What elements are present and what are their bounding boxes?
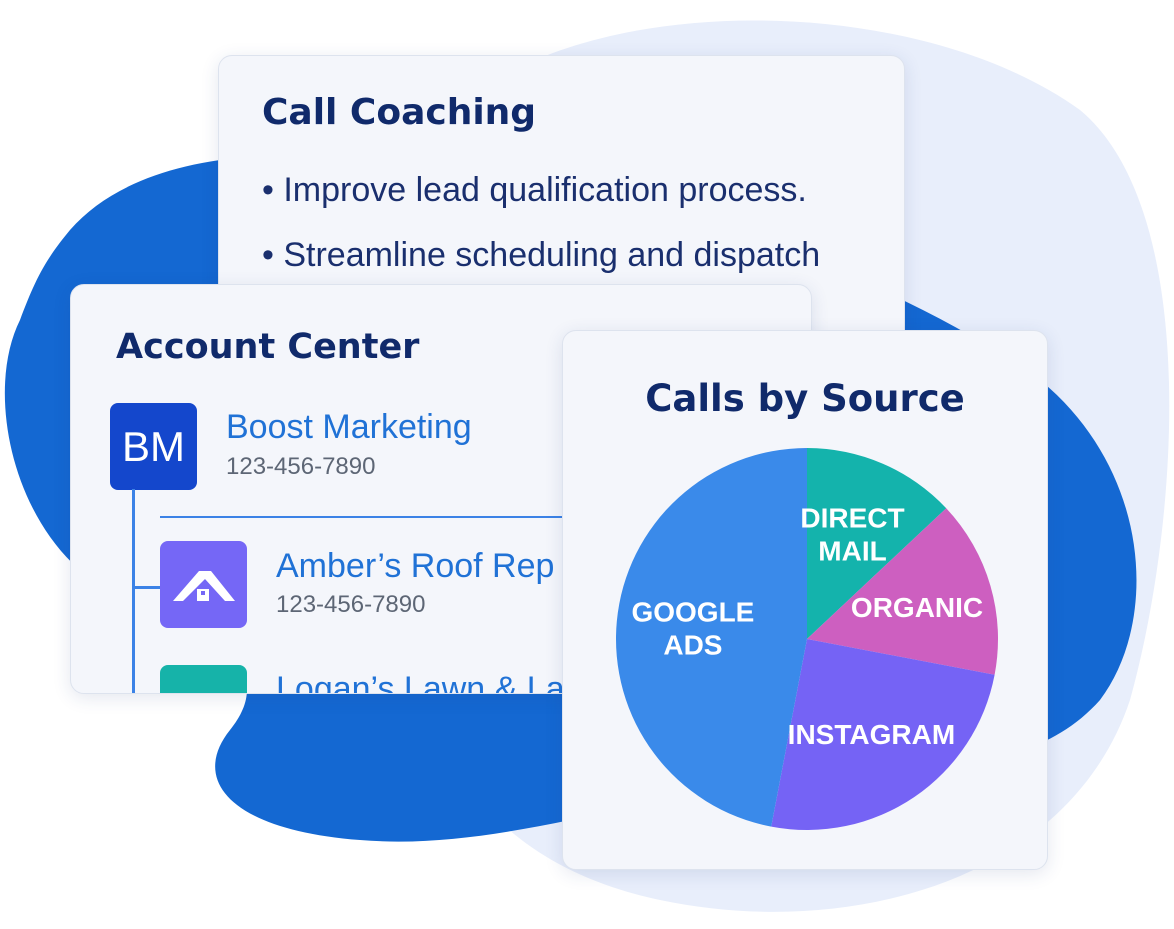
- pie-label-instagram: INSTAGRAM: [788, 719, 955, 750]
- sub-account-phone: 123-456-7890: [276, 591, 426, 618]
- sub-account-name[interactable]: Amber’s Roof Rep: [276, 547, 555, 585]
- pie-label-organic: ORGANIC: [851, 592, 983, 623]
- pie-slice-organic: [807, 508, 998, 675]
- avatar[interactable]: BM: [110, 403, 197, 490]
- coaching-bullet: • Streamline scheduling and dispatch: [262, 236, 821, 274]
- pie-slice-instagram: [771, 639, 995, 830]
- account-phone: 123-456-7890: [226, 453, 376, 480]
- chart-title: Calls by Source: [645, 377, 965, 420]
- sub-account-avatar[interactable]: [160, 541, 247, 628]
- tree-line: [132, 489, 135, 693]
- lawn-icon[interactable]: [160, 665, 247, 693]
- call-coaching-title: Call Coaching: [262, 92, 537, 133]
- pie-slice-google-ads: [615, 448, 807, 827]
- coaching-bullet: • Improve lead qualification process.: [262, 171, 807, 209]
- pie-slice-direct-mail: [807, 448, 947, 639]
- account-center-title: Account Center: [116, 327, 420, 367]
- tree-branch: [135, 586, 161, 589]
- account-name[interactable]: Boost Marketing: [226, 408, 472, 446]
- house-roof-icon: [172, 570, 235, 601]
- divider: [160, 516, 620, 518]
- sub-account-name[interactable]: Logan’s Lawn & La: [276, 670, 565, 694]
